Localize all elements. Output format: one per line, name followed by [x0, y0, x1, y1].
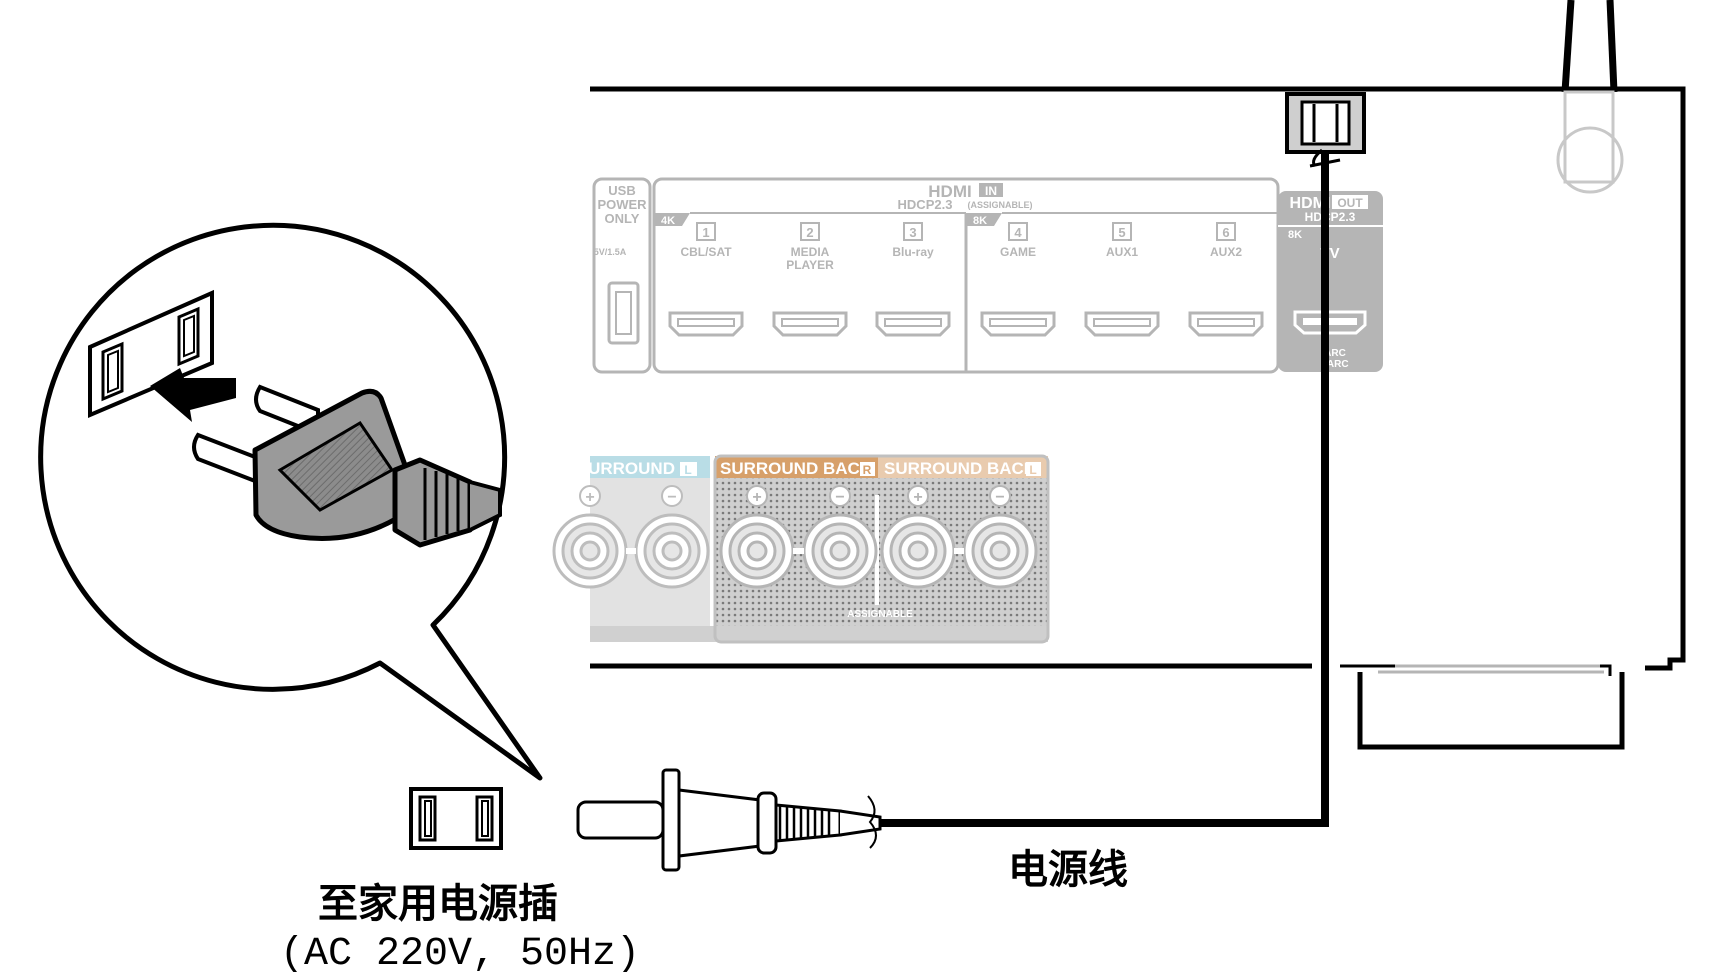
speaker-binding-post: +: [880, 485, 956, 589]
hdmi-port: [772, 311, 848, 337]
group-8k-label: 8K: [973, 215, 987, 227]
input-label: GAME: [1000, 245, 1036, 259]
usb-rating: 5V/1.5A: [594, 247, 627, 257]
group-4k-label: 4K: [661, 215, 675, 227]
antenna: [1556, 0, 1624, 194]
ac-inlet: [1285, 92, 1366, 154]
surround-back-l-label: SURROUND BACK: [884, 459, 1037, 478]
hdmi-out-earc: eARC: [1321, 359, 1348, 370]
input-number: 2: [806, 225, 813, 240]
surround-back-r-badge: R: [863, 463, 872, 477]
polarity-sign: −: [667, 489, 676, 506]
input-label: CBL/SAT: [680, 245, 732, 259]
wall-outlet-icon: [409, 787, 503, 850]
hdmi-port: [1084, 311, 1160, 337]
hdmi-in-sub: HDCP2.3: [898, 197, 953, 212]
input-label: PLAYER: [786, 258, 834, 272]
hdmi-in-panel: HDMI IN HDCP2.3 (ASSIGNABLE) 4K 8K 1CBL/…: [652, 177, 1280, 374]
surround-l-label: SURROUND: [577, 459, 675, 478]
hdmi-out-title: HDMI: [1290, 195, 1331, 212]
input-number-box: [1008, 222, 1028, 241]
input-label: Blu-ray: [892, 245, 934, 259]
receiver-outline: [590, 86, 1686, 676]
outlet-label: 至家用电源插: [318, 881, 558, 927]
hdmi-out-badge: OUT: [1337, 196, 1363, 210]
hdmi-out-8k: 8K: [1288, 229, 1302, 241]
polarity-sign: +: [585, 489, 594, 506]
input-number: 5: [1118, 225, 1125, 240]
input-number-box: [1112, 222, 1132, 241]
hdmi-port: [980, 311, 1056, 337]
input-number-box: [800, 222, 820, 241]
hdmi-out-panel: HDMI OUT HDCP2.3 8K TV ARC eARC: [1278, 191, 1383, 372]
usb-label-line2: POWER: [597, 197, 647, 212]
usb-port-panel: USB POWER ONLY 5V/1.5A: [592, 177, 652, 374]
power-plug-closeup: [192, 384, 502, 548]
assignable-label: ASSIGNABLE: [847, 609, 913, 620]
input-number-box: [696, 222, 716, 241]
input-number-box: [903, 222, 923, 241]
hdmi-in-title: HDMI: [928, 182, 971, 201]
hdmi-in-assignable: (ASSIGNABLE): [968, 200, 1033, 210]
hdmi-port: [668, 311, 744, 337]
speaker-terminal-panel: SURROUND L SURROUND BACK R SURROUND BACK…: [552, 454, 1050, 644]
hdmi-out-arc: ARC: [1324, 348, 1346, 359]
speaker-binding-post: −: [962, 485, 1038, 589]
receiver-foot: [1357, 670, 1625, 750]
insert-arrow-icon: [150, 368, 236, 422]
usb-label-line3: ONLY: [605, 211, 640, 226]
power-cord-label: 电源线: [1008, 847, 1128, 893]
polarity-sign: −: [995, 489, 1004, 506]
hdmi-port: [875, 311, 951, 337]
outlet-spec-label: (AC 220V, 50Hz): [280, 932, 640, 972]
hdmi-out-sub: HDCP2.3: [1305, 210, 1356, 224]
polarity-sign: +: [752, 489, 761, 506]
hdmi-port: [1188, 311, 1264, 337]
surround-l-badge: L: [684, 463, 691, 477]
surround-back-l-badge: L: [1029, 463, 1036, 477]
input-number: 4: [1014, 225, 1022, 240]
input-number: 3: [909, 225, 916, 240]
callout-bubble: [38, 222, 543, 781]
input-number: 6: [1222, 225, 1229, 240]
polarity-sign: +: [913, 489, 922, 506]
power-cord: [880, 148, 1341, 827]
usb-label-line1: USB: [608, 183, 635, 198]
input-number: 1: [702, 225, 709, 240]
input-label: AUX1: [1106, 245, 1138, 259]
input-label: MEDIA: [791, 245, 830, 259]
polarity-sign: −: [835, 489, 844, 506]
surround-back-r-label: SURROUND BACK: [720, 459, 873, 478]
power-plug-small: [576, 768, 882, 872]
wall-socket-closeup: [88, 289, 214, 419]
speaker-binding-post: +: [719, 485, 795, 589]
input-number-box: [1216, 222, 1236, 241]
hdmi-in-badge: IN: [985, 184, 997, 198]
input-label: AUX2: [1210, 245, 1242, 259]
